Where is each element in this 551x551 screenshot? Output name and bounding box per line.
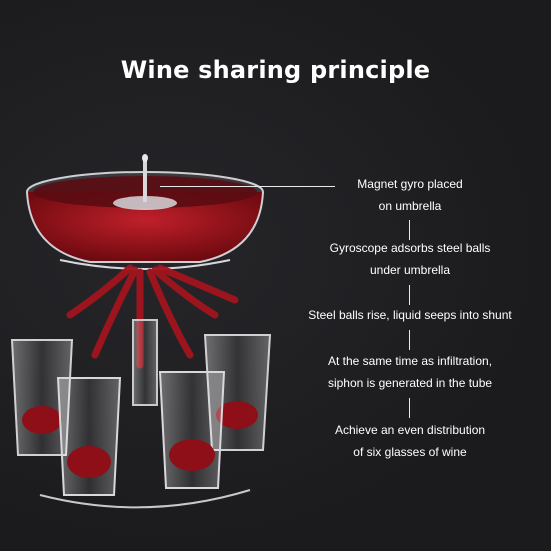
step-1: Magnet gyro placed on umbrella bbox=[290, 173, 530, 217]
step-connector bbox=[409, 220, 410, 240]
pointer-line bbox=[160, 186, 335, 187]
page-title: Wine sharing principle bbox=[120, 56, 431, 84]
step-2-line-2: under umbrella bbox=[369, 263, 451, 277]
shot-glass bbox=[158, 371, 226, 489]
shot-glass bbox=[56, 377, 122, 496]
step-2-line-1: Gyroscope adsorbs steel balls bbox=[329, 241, 491, 255]
step-3-line-1: Steel balls rise, liquid seeps into shun… bbox=[308, 308, 512, 322]
step-4: At the same time as infiltration, siphon… bbox=[290, 350, 530, 394]
dispenser-base bbox=[39, 489, 251, 509]
magnet-gyro-umbrella bbox=[113, 154, 177, 210]
step-5-line-2: of six glasses of wine bbox=[353, 445, 467, 459]
step-connector bbox=[409, 398, 410, 418]
step-connector bbox=[409, 285, 410, 305]
step-connector bbox=[409, 330, 410, 350]
wine-dispenser-illustration bbox=[10, 154, 272, 509]
dispenser-bowl bbox=[26, 171, 264, 270]
step-3: Steel balls rise, liquid seeps into shun… bbox=[290, 304, 530, 326]
step-1-line-1: Magnet gyro placed bbox=[357, 177, 463, 191]
step-4-line-1: At the same time as infiltration, bbox=[327, 354, 493, 368]
step-2: Gyroscope adsorbs steel balls under umbr… bbox=[290, 237, 530, 281]
step-5: Achieve an even distribution of six glas… bbox=[290, 419, 530, 463]
step-1-line-2: on umbrella bbox=[378, 199, 442, 213]
step-5-line-1: Achieve an even distribution bbox=[334, 423, 486, 437]
step-4-line-2: siphon is generated in the tube bbox=[327, 376, 493, 390]
